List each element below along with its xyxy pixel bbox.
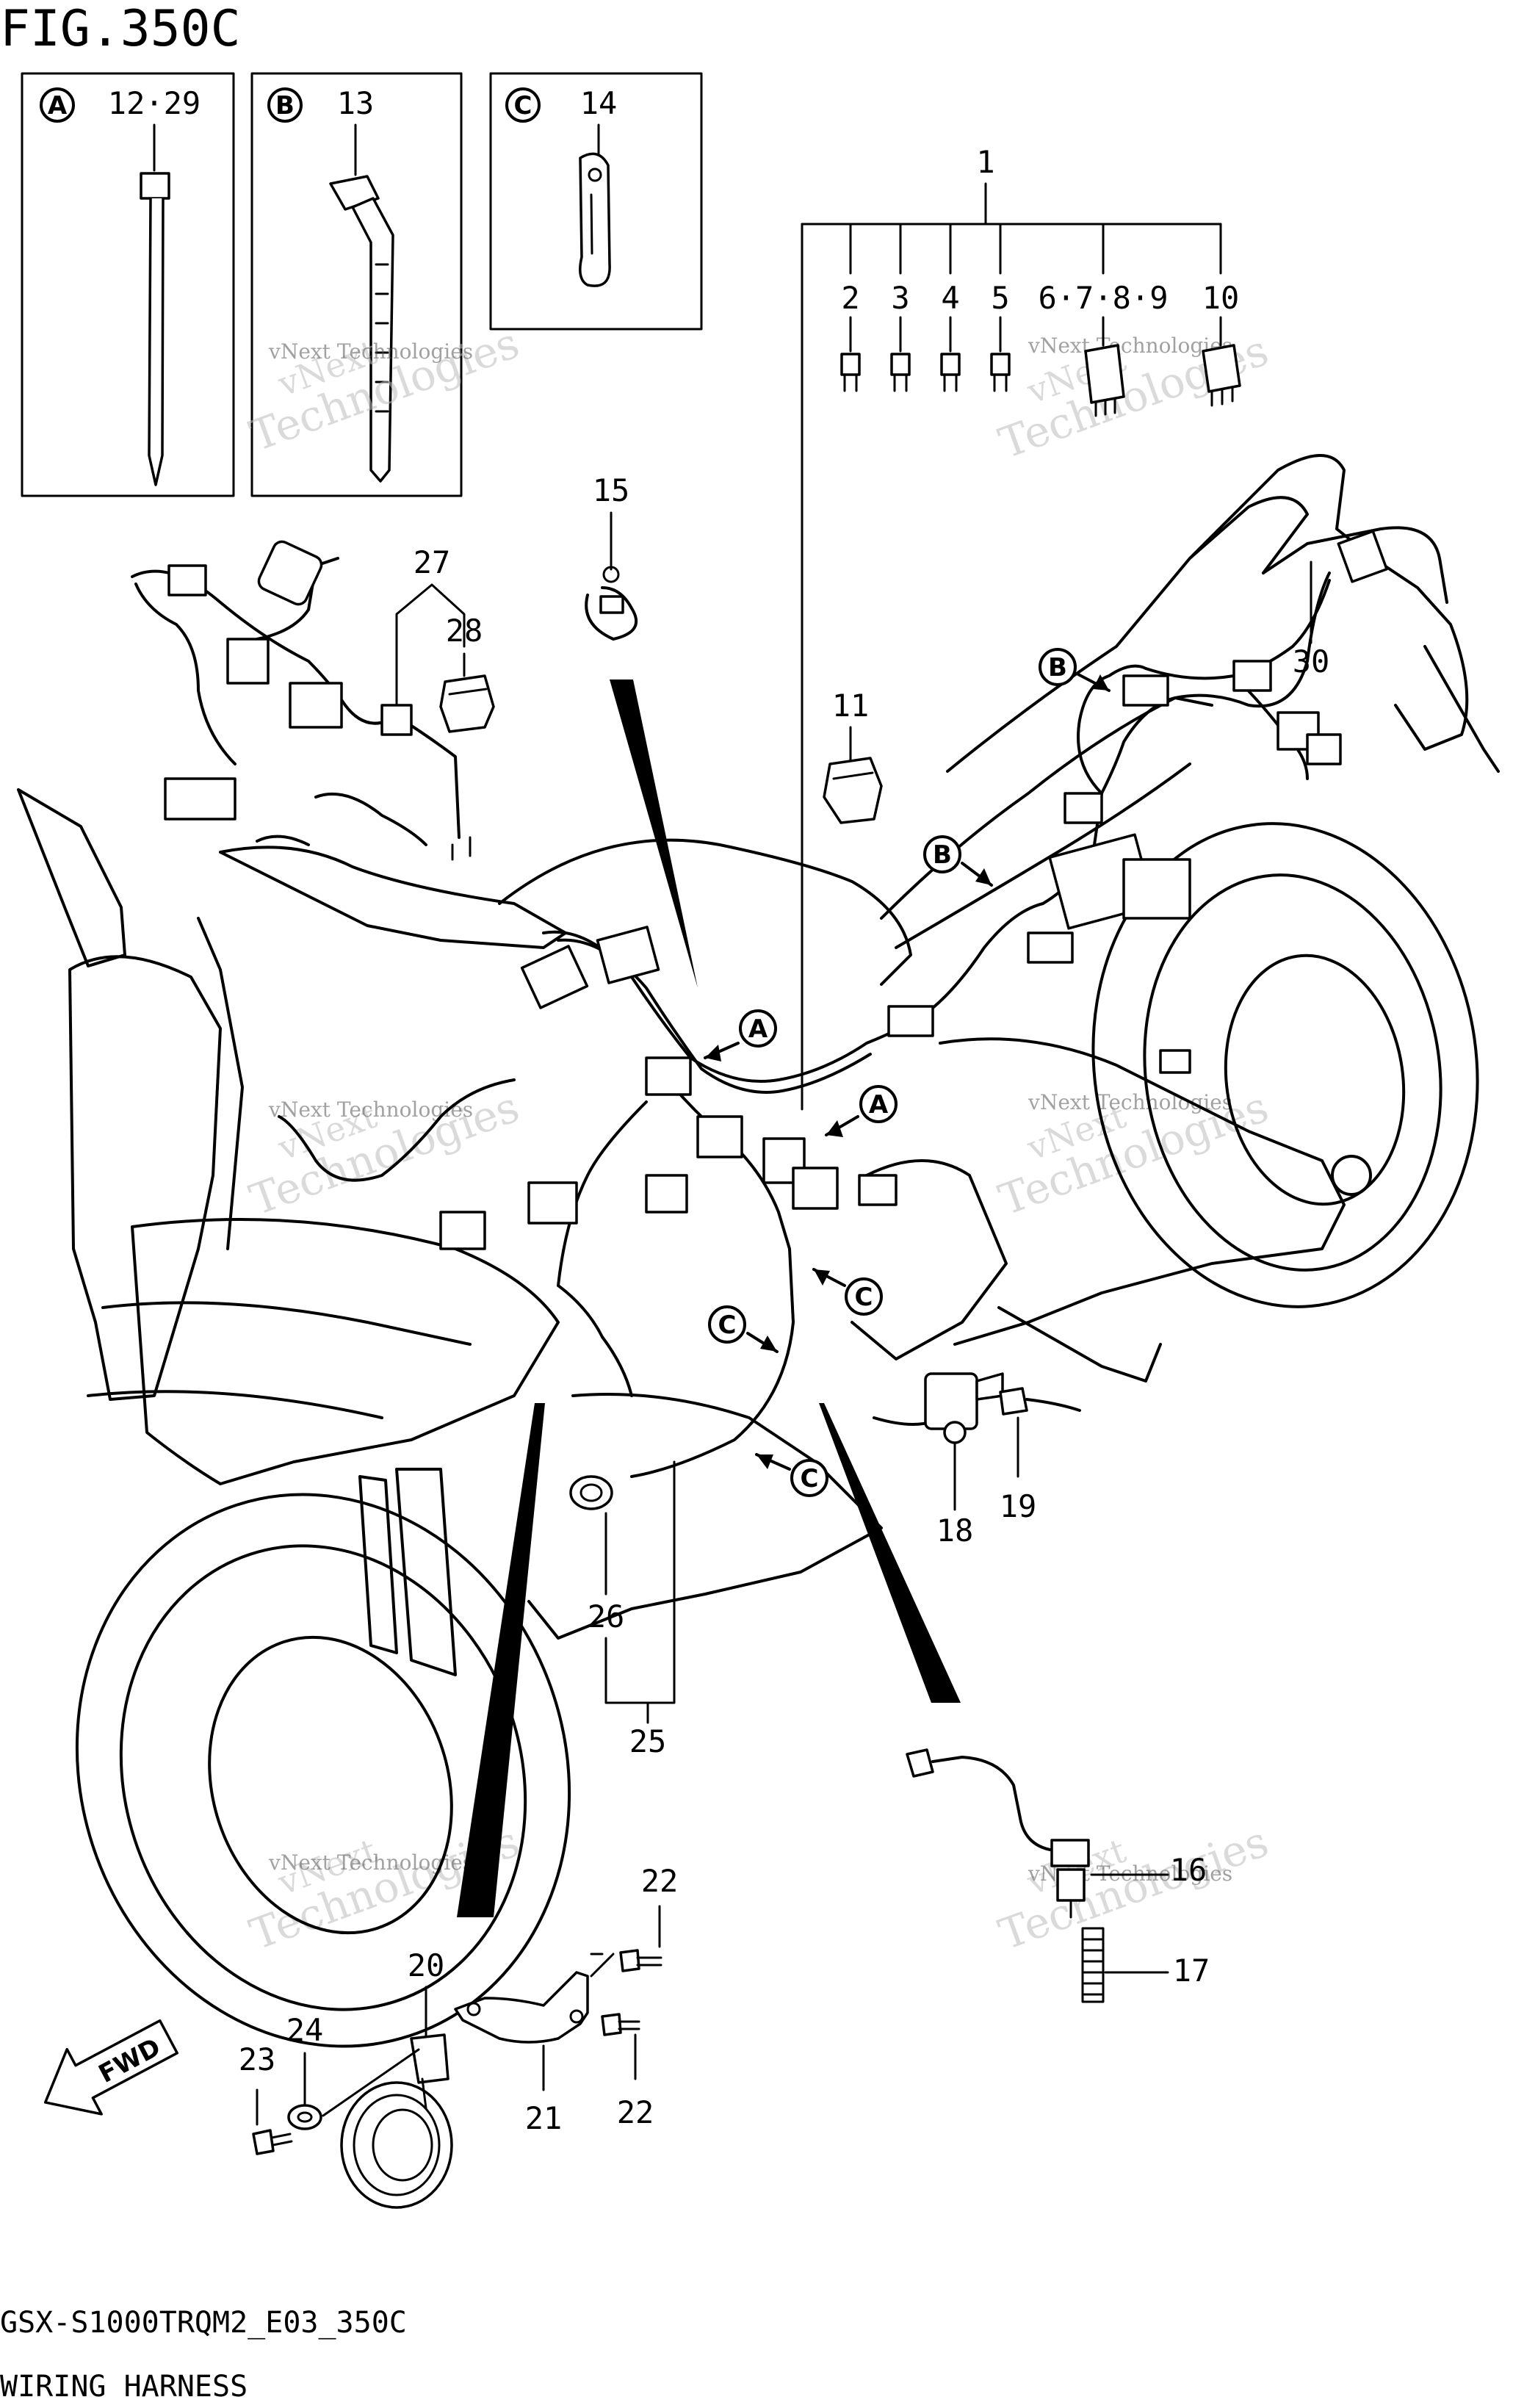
label-part-2: 2 xyxy=(841,280,859,316)
bolt-icon xyxy=(252,2129,293,2155)
spring-icon xyxy=(1081,1927,1105,2003)
label-part-23: 23 xyxy=(239,2041,276,2077)
sub-harness-left xyxy=(131,540,472,861)
svg-text:vNext Technologies: vNext Technologies xyxy=(268,1097,473,1122)
inset-c-letter: C xyxy=(514,91,532,120)
horn-bracket xyxy=(454,1953,615,2044)
inset-box-c: C 14 xyxy=(489,72,703,331)
label-part-25: 25 xyxy=(629,1723,667,1759)
watermarks: vNext Technologies vNext Technologies vN… xyxy=(243,317,1274,1959)
inset-a-letter: A xyxy=(48,91,68,120)
fuse-icon xyxy=(990,353,1011,392)
inset-box-a: A 12·29 xyxy=(21,72,235,497)
fwd-arrow-icon: FWD xyxy=(43,2019,178,2116)
ground-wire-icon xyxy=(585,566,638,641)
label-part-17: 17 xyxy=(1173,1953,1210,1989)
horn-icon xyxy=(322,2033,453,2209)
fuse-icon xyxy=(940,353,961,392)
label-part-22a: 22 xyxy=(641,1863,679,1899)
label-part-18: 18 xyxy=(936,1513,974,1549)
label-part-22b: 22 xyxy=(617,2094,654,2130)
inset-b-badge xyxy=(267,87,303,123)
inset-b-letter: B xyxy=(275,91,295,120)
motorcycle-body-outline xyxy=(17,454,1500,2048)
main-wiring-harness xyxy=(278,530,1388,1478)
cable-tie-icon xyxy=(140,172,170,486)
label-part-28: 28 xyxy=(446,613,483,649)
label-part-16: 16 xyxy=(1170,1852,1207,1888)
svg-text:C: C xyxy=(855,1283,873,1312)
label-part-11: 11 xyxy=(832,688,870,724)
callout-b-2: B xyxy=(923,835,993,887)
sensor-harness xyxy=(906,1748,1090,1919)
svg-text:vNext Technologies: vNext Technologies xyxy=(1028,334,1232,358)
callout-c-2: C xyxy=(708,1305,779,1353)
callout-a-2: A xyxy=(825,1085,898,1137)
callout-c-3: C xyxy=(755,1453,828,1497)
washer-icon xyxy=(287,2104,322,2130)
connector-icon xyxy=(439,674,495,733)
inset-c-parts: 14 xyxy=(580,85,618,121)
inset-c-badge xyxy=(505,87,541,123)
label-part-4: 4 xyxy=(941,280,959,316)
model-code: GSX-S1000TRQM2_E03_350C xyxy=(0,2306,407,2340)
callout-c-1: C xyxy=(812,1268,883,1316)
svg-text:A: A xyxy=(748,1014,768,1044)
svg-text:B: B xyxy=(1048,653,1067,682)
leader-wedge xyxy=(610,679,698,988)
label-part-21: 21 xyxy=(525,2100,563,2136)
label-part-26: 26 xyxy=(588,1598,625,1634)
bolt-icon xyxy=(601,2013,640,2036)
figure-title: FIG.350C xyxy=(0,0,241,58)
label-part-24: 24 xyxy=(286,2012,324,2048)
clamp-icon xyxy=(579,152,611,287)
grommet-icon xyxy=(569,1475,613,1510)
section-name: WIRING HARNESS xyxy=(0,2370,248,2404)
svg-text:vNext Technologies: vNext Technologies xyxy=(1028,1090,1232,1114)
leader-wedge xyxy=(819,1403,961,1703)
callout-a-1: A xyxy=(704,1009,777,1061)
svg-text:vNext Technologies: vNext Technologies xyxy=(268,339,473,364)
svg-text:C: C xyxy=(801,1464,819,1493)
relay-icon xyxy=(1084,344,1125,417)
label-part-27: 27 xyxy=(414,544,451,580)
strap-tie-icon xyxy=(329,175,394,483)
inset-b-parts: 13 xyxy=(337,85,375,121)
bolt-icon xyxy=(999,1387,1081,1416)
label-part-30: 30 xyxy=(1293,644,1330,679)
inset-a-parts: 12·29 xyxy=(108,85,201,121)
fuse-icon xyxy=(890,353,911,392)
label-part-6-9: 6·7·8·9 xyxy=(1038,280,1168,316)
side-stand-switch xyxy=(873,1372,1004,1444)
svg-text:B: B xyxy=(933,840,952,870)
leader-wedge xyxy=(457,1403,545,1917)
fuse-group: 1 2 3 4 5 6·7·8·9 10 xyxy=(801,144,1241,1111)
relay-icon xyxy=(1202,344,1241,407)
label-part-20: 20 xyxy=(408,1947,445,1983)
label-part-10: 10 xyxy=(1202,280,1240,316)
inset-a-badge xyxy=(40,87,75,123)
label-part-3: 3 xyxy=(891,280,909,316)
callout-b-1: B xyxy=(1039,648,1111,692)
connector-icon xyxy=(823,757,883,824)
svg-text:C: C xyxy=(718,1311,737,1340)
label-part-19: 19 xyxy=(1000,1488,1037,1524)
svg-text:A: A xyxy=(869,1090,889,1120)
label-part-5: 5 xyxy=(991,280,1009,316)
label-part-1: 1 xyxy=(976,144,994,180)
bolt-icon xyxy=(619,1949,662,1972)
inset-box-b: B 13 xyxy=(250,72,463,497)
fuse-icon xyxy=(840,353,861,392)
label-part-15: 15 xyxy=(593,472,630,508)
